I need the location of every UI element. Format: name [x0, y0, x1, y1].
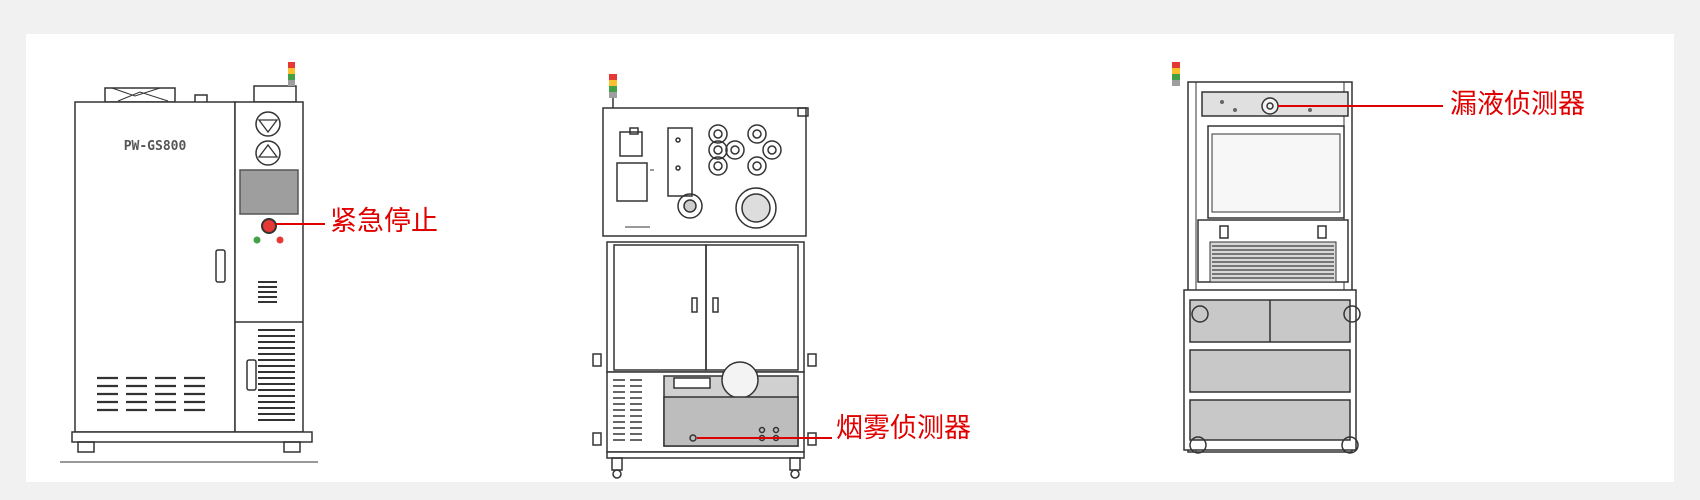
leak-detector	[1261, 97, 1279, 115]
signal-light-tower	[288, 62, 295, 86]
model-label: PW-GS800	[124, 139, 187, 154]
machine-2-front-view	[592, 74, 832, 479]
signal-light-tower-3	[1172, 62, 1180, 86]
side-vents	[258, 281, 295, 421]
leak-detector-label: 漏液侦测器	[1450, 89, 1585, 120]
bottom-vents	[97, 376, 205, 412]
signal-light-tower-2	[609, 74, 617, 98]
machine-3-rear-view	[1172, 62, 1443, 454]
machine-1-front-view	[60, 62, 325, 463]
rear-vent-grille	[1212, 245, 1334, 279]
smoke-detector	[689, 434, 697, 442]
smoke-detector-label: 烟雾侦测器	[836, 413, 971, 444]
lower-vents	[613, 379, 642, 441]
emergency-stop-button	[261, 218, 277, 234]
emergency-stop-label: 紧急停止	[330, 206, 438, 237]
